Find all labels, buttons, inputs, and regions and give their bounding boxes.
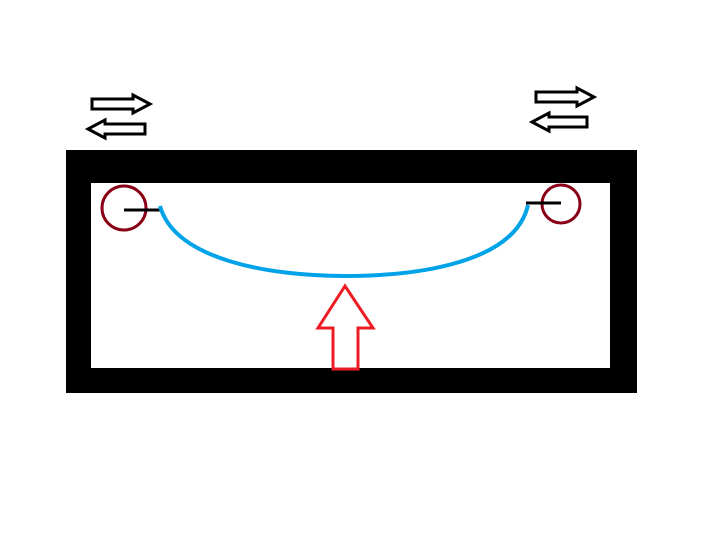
upward-force-arrow (315, 283, 376, 371)
left-pivot-circle (100, 184, 148, 232)
right-arrow-icon (90, 92, 154, 116)
sagging-cable-curve (158, 204, 530, 279)
left-arrow-icon (528, 110, 589, 134)
left-motion-arrows (84, 92, 154, 141)
rectangular-frame (66, 150, 637, 393)
right-arrow-icon (534, 85, 598, 109)
right-motion-arrows (528, 85, 598, 134)
left-arrow-icon (84, 117, 147, 141)
